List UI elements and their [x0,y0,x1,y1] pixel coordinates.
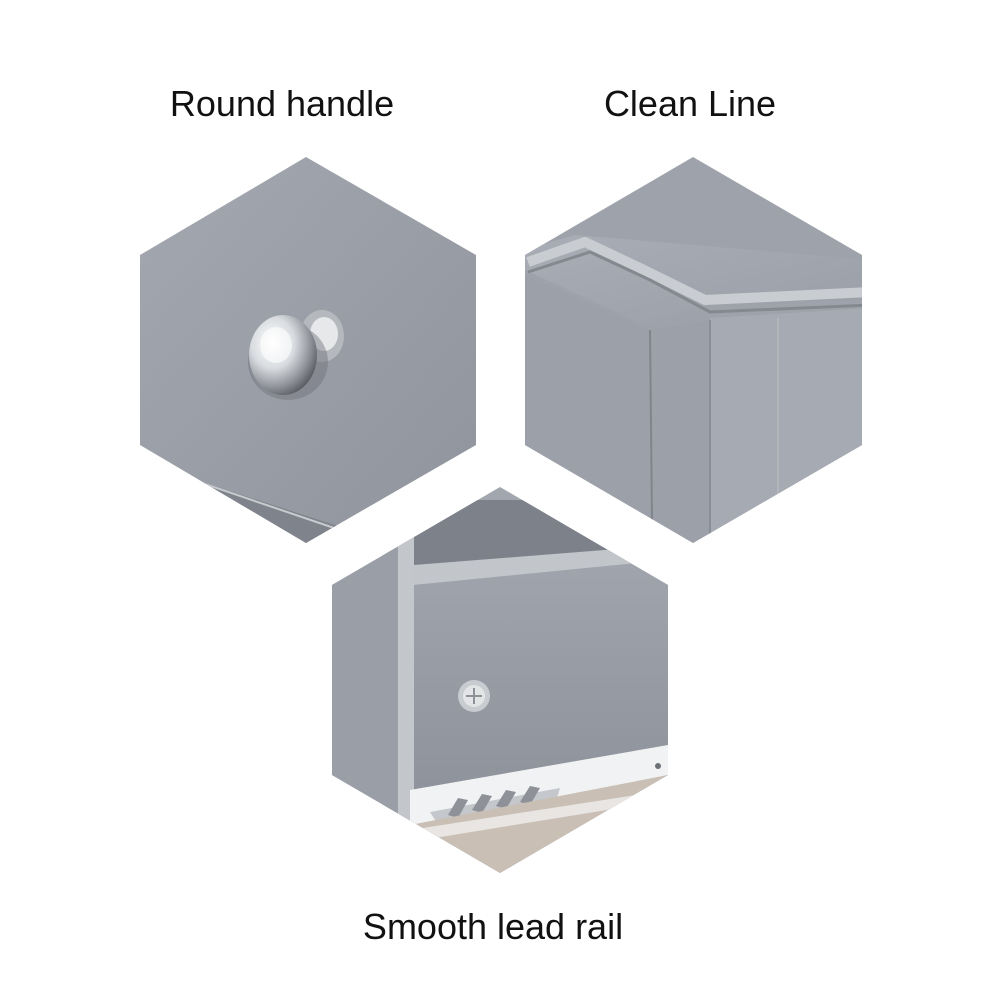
caption-clean-line: Clean Line [603,83,777,124]
round-knob-photo [140,157,476,543]
drawer-rail-photo [332,487,668,873]
caption-round-handle: Round handle [169,83,395,124]
cabinet-corner-photo [525,157,862,543]
caption-smooth-lead-rail: Smooth lead rail [362,906,624,947]
